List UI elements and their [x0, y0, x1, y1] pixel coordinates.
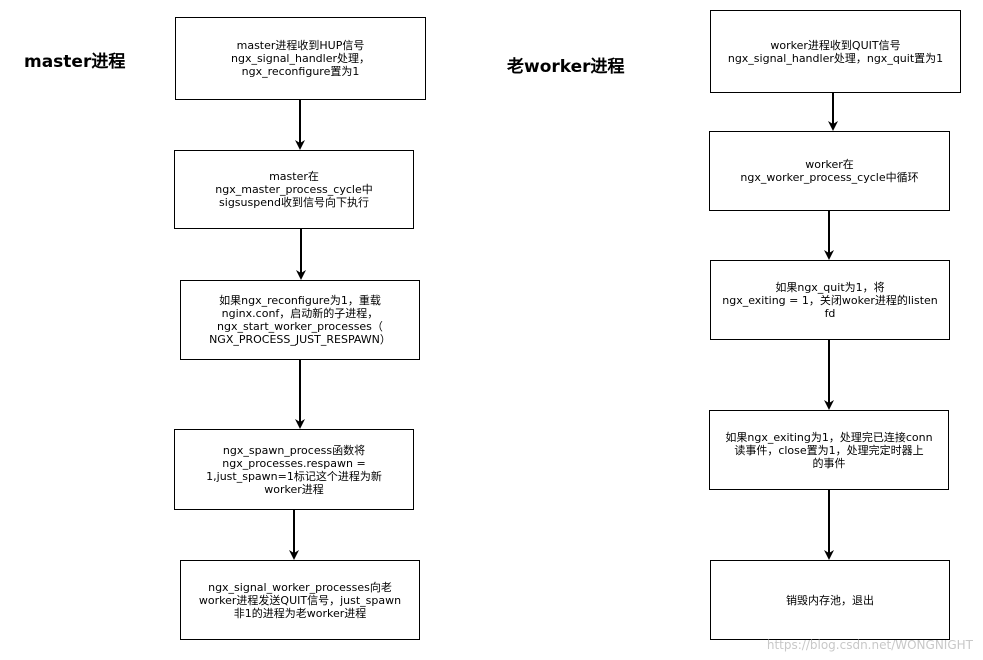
old-worker-process-title: 老worker进程 [507, 57, 625, 77]
master-step-5-box: ngx_signal_worker_processes向老 worker进程发送… [180, 560, 420, 640]
worker-step-1-box: worker进程收到QUIT信号 ngx_signal_handler处理，ng… [710, 10, 961, 93]
worker-step-2-box: worker在 ngx_worker_process_cycle中循环 [709, 131, 950, 211]
master-step-2-box: master在 ngx_master_process_cycle中 sigsus… [174, 150, 414, 229]
watermark: https://blog.csdn.net/WONGNIGHT [766, 638, 973, 652]
master-step-4-box: ngx_spawn_process函数将 ngx_processes.respa… [174, 429, 414, 510]
master-process-title: master进程 [24, 52, 126, 72]
worker-step-5-box: 销毁内存池，退出 [710, 560, 950, 640]
master-step-3-box: 如果ngx_reconfigure为1，重载 nginx.conf，启动新的子进… [180, 280, 420, 360]
master-step-1-box: master进程收到HUP信号 ngx_signal_handler处理， ng… [175, 17, 426, 100]
worker-step-4-box: 如果ngx_exiting为1，处理完已连接conn 读事件，close置为1，… [709, 410, 949, 490]
worker-step-3-box: 如果ngx_quit为1，将 ngx_exiting = 1，关闭woker进程… [710, 260, 950, 340]
